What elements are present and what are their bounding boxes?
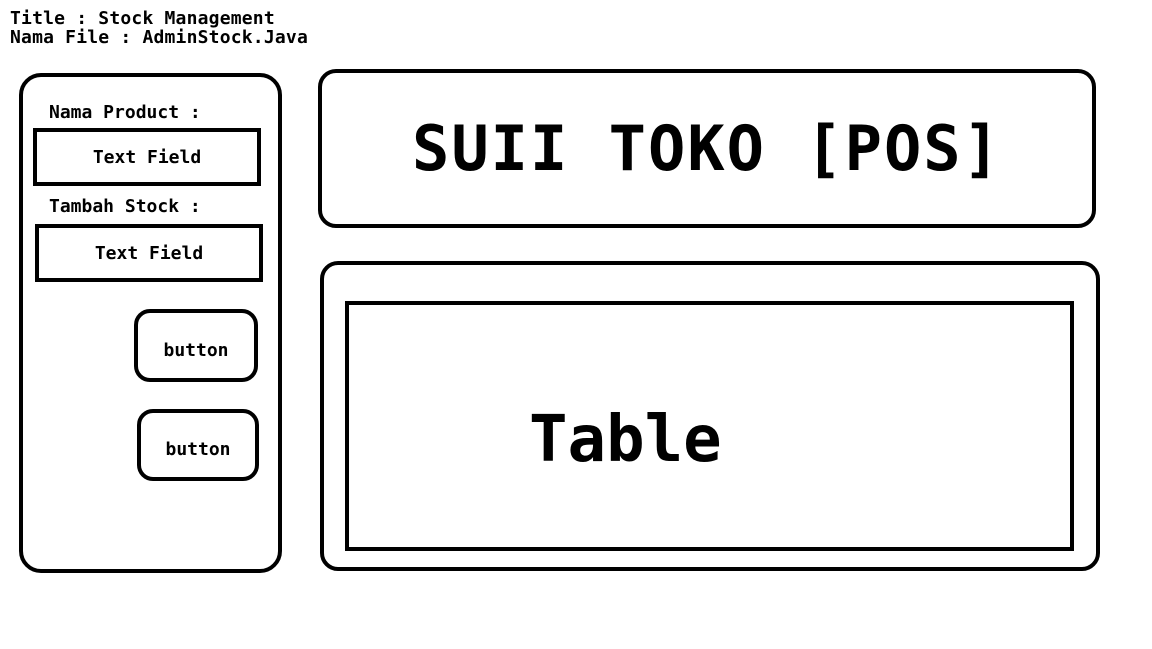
second-action-button[interactable]: button [137, 409, 259, 481]
table-placeholder-label: Table [529, 403, 722, 477]
product-name-field-placeholder: Text Field [92, 146, 202, 168]
wireframe-file-line: Nama File : AdminStock.Java [10, 27, 308, 48]
wireframe-meta: Title : Stock Management Nama File : Adm… [10, 9, 308, 47]
header-panel: SUII TOKO [POS] [318, 69, 1096, 228]
wireframe-title-line: Title : Stock Management [10, 8, 275, 29]
product-name-label: Nama Product : [49, 102, 201, 123]
add-stock-field[interactable]: Text Field [35, 224, 263, 282]
sidebar-form-panel [19, 73, 282, 573]
table-panel [320, 261, 1100, 571]
add-stock-field-placeholder: Text Field [94, 242, 204, 264]
add-stock-label: Tambah Stock : [49, 196, 201, 217]
data-table[interactable]: Table [345, 301, 1074, 551]
app-title: SUII TOKO [POS] [412, 112, 1002, 185]
first-action-button[interactable]: button [134, 309, 258, 382]
product-name-field[interactable]: Text Field [33, 128, 261, 186]
